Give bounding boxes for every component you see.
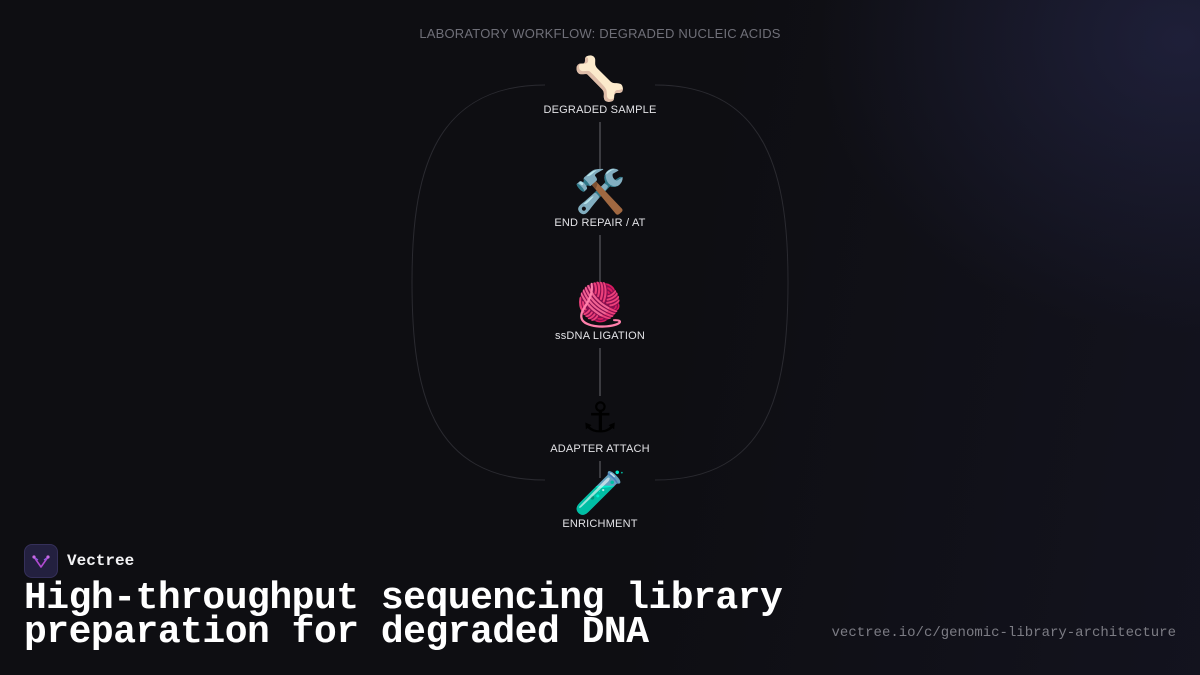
node-degraded-sample: 🦴 DEGRADED SAMPLE [500, 54, 700, 117]
loop-right [654, 84, 789, 481]
brand-name: Vectree [67, 552, 135, 570]
node-enrichment: 🧪 ENRICHMENT [500, 468, 700, 531]
node-label: ADAPTER ATTACH [550, 443, 650, 455]
bone-icon: 🦴 [573, 54, 627, 103]
node-label: END REPAIR / AT [554, 217, 646, 229]
node-label: ssDNA LIGATION [555, 330, 645, 342]
page-headline: High-throughput sequencing library prepa… [24, 577, 783, 654]
source-url[interactable]: vectree.io/c/genomic-library-architectur… [831, 625, 1176, 641]
test-tube-icon: 🧪 [573, 468, 627, 517]
diagram-title: LABORATORY WORKFLOW: DEGRADED NUCLEIC AC… [419, 26, 781, 41]
node-label: ENRICHMENT [562, 518, 638, 530]
node-ssdna-ligation: 🧶 ssDNA LIGATION [500, 280, 700, 343]
vectree-logo-icon [24, 544, 58, 578]
yarn-icon: 🧶 [573, 280, 627, 329]
node-label: DEGRADED SAMPLE [543, 104, 657, 116]
loop-left [411, 84, 546, 481]
brand[interactable]: Vectree [24, 544, 134, 578]
node-end-repair: 🛠️ END REPAIR / AT [500, 167, 700, 230]
hammer-and-wrench-icon: 🛠️ [573, 167, 627, 216]
anchor-icon: ⚓ [581, 393, 619, 442]
node-adapter-attach: ⚓ ADAPTER ATTACH [500, 393, 700, 456]
